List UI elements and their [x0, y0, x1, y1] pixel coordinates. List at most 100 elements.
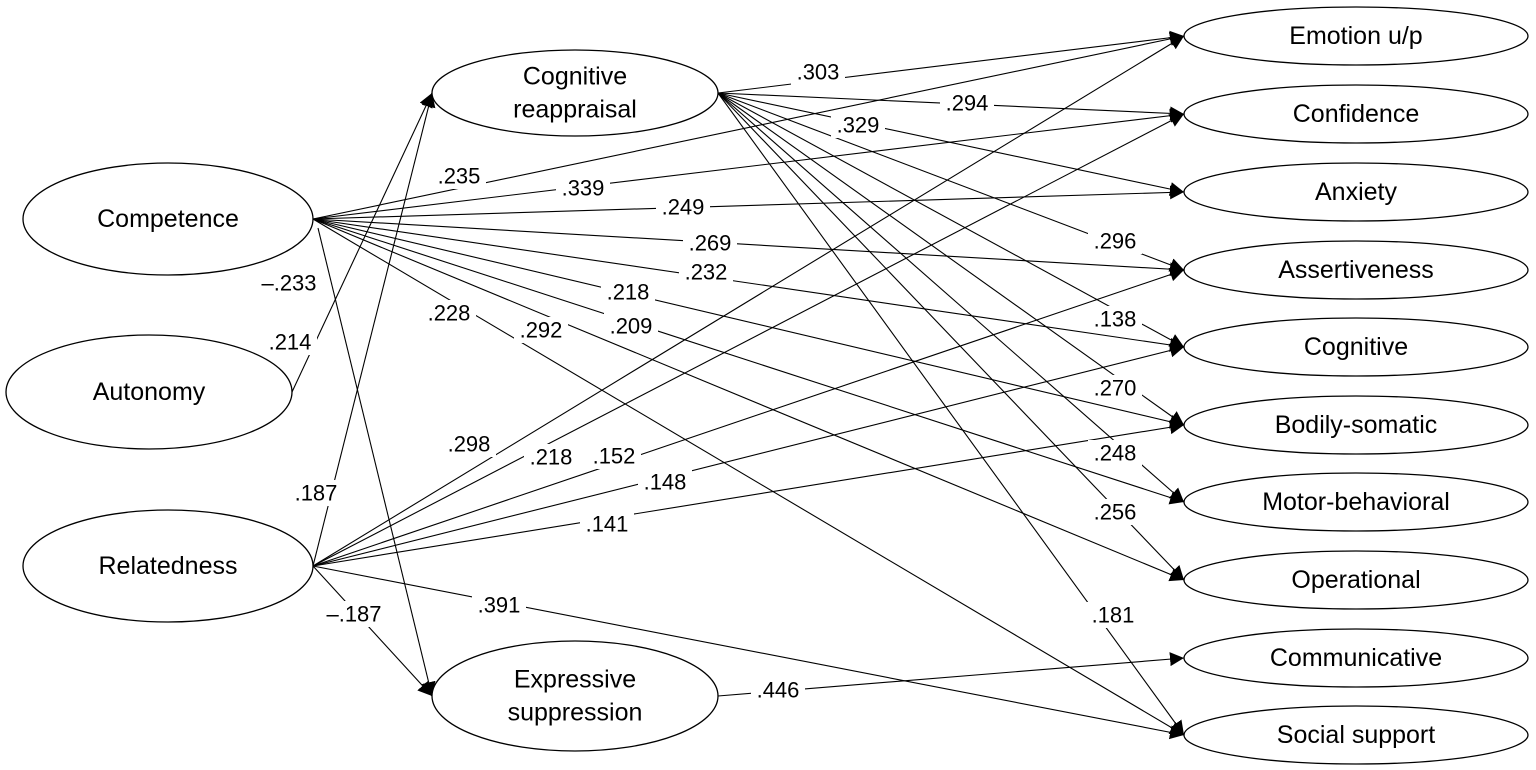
- node-label: Social support: [1277, 721, 1435, 749]
- node-label: Assertiveness: [1278, 256, 1434, 284]
- node-operational: Operational: [1183, 550, 1529, 610]
- coefficient-text: .214: [269, 330, 312, 355]
- node-label: Operational: [1291, 566, 1420, 594]
- coefficient-text: .218: [607, 280, 650, 305]
- coefficient-text: .270: [1094, 376, 1137, 401]
- coefficient-label-cognitive_reappraisal-to-emotion_up: .303: [791, 59, 845, 85]
- coefficient-text: .269: [689, 231, 732, 256]
- label-background: [1088, 440, 1142, 466]
- path-arrow-relatedness-to-cognitive: [312, 343, 1185, 567]
- label-background: [587, 443, 641, 469]
- coefficient-text: .141: [586, 512, 629, 537]
- node-ellipse: [431, 640, 719, 752]
- label-background: [524, 444, 578, 470]
- node-ellipse: [1183, 6, 1529, 66]
- node-label: Expressive: [514, 666, 636, 694]
- node-label: reappraisal: [513, 96, 637, 124]
- label-background: [791, 59, 845, 85]
- coefficient-label-competence-to-bodily_somatic: .218: [601, 279, 655, 305]
- node-label: Motor-behavioral: [1262, 488, 1450, 516]
- coefficient-label-relatedness-to-cognitive_reappraisal: .187: [289, 480, 343, 506]
- coefficient-text: .294: [946, 91, 989, 116]
- node-ellipse: [5, 334, 293, 450]
- coefficient-label-cognitive_reappraisal-to-cognitive: .138: [1088, 306, 1142, 332]
- coefficient-label-cognitive_reappraisal-to-anxiety: .329: [831, 112, 885, 138]
- coefficient-label-competence-to-anxiety: .249: [656, 194, 710, 220]
- label-background: [1088, 375, 1142, 401]
- path-arrow-cognitive_reappraisal-to-bodily_somatic: [717, 92, 1185, 426]
- label-background: [289, 480, 343, 506]
- node-emotion-up: Emotion u/p: [1183, 6, 1529, 66]
- coefficient-text: .296: [1094, 229, 1137, 254]
- coefficient-label-autonomy-to-cognitive_reappraisal: .214: [263, 329, 317, 355]
- coefficient-label-competence-to-assertiveness: .269: [683, 230, 737, 256]
- label-background: [580, 511, 634, 537]
- label-background: [422, 300, 476, 326]
- coefficient-label-competence-to-confidence: .339: [556, 175, 610, 201]
- path-arrow-competence-to-anxiety: [312, 185, 1185, 220]
- node-ellipse: [1183, 84, 1529, 144]
- label-background: [321, 601, 387, 627]
- label-background: [831, 112, 885, 138]
- node-competence: Competence: [22, 162, 314, 276]
- node-ellipse: [1183, 472, 1529, 532]
- coefficient-text: .148: [644, 470, 687, 495]
- path-arrow-cognitive_reappraisal-to-operational: [717, 92, 1185, 581]
- path-arrow-competence-to-cognitive: [312, 218, 1185, 352]
- node-ellipse: [1183, 240, 1529, 300]
- node-ellipse: [1183, 550, 1529, 610]
- path-arrow-competence-to-emotion_up: [312, 32, 1185, 220]
- node-label: Relatedness: [99, 552, 238, 580]
- path-arrow-relatedness-to-social_support: [312, 565, 1185, 740]
- coefficient-text: .339: [562, 176, 605, 201]
- coefficient-text: .228: [428, 301, 471, 326]
- coefficient-label-cognitive_reappraisal-to-bodily_somatic: .270: [1088, 375, 1142, 401]
- coefficient-label-competence-to-motor_behavioral: .209: [604, 313, 658, 339]
- node-ellipse: [22, 162, 314, 276]
- path-arrow-relatedness-to-emotion_up: [312, 35, 1185, 567]
- coefficient-text: .446: [757, 678, 800, 703]
- node-motor-behavioral: Motor-behavioral: [1183, 472, 1529, 532]
- label-background: [442, 431, 496, 457]
- node-cognitive: Cognitive: [1183, 317, 1529, 377]
- coefficient-text: .391: [478, 593, 521, 618]
- label-background: [256, 270, 322, 296]
- label-background: [604, 313, 658, 339]
- label-background: [683, 230, 737, 256]
- node-ellipse: [431, 49, 719, 137]
- path-arrow-cognitive_reappraisal-to-social_support: [717, 92, 1185, 736]
- coefficient-label-relatedness-to-confidence: .218: [524, 444, 578, 470]
- node-communicative: Communicative: [1183, 628, 1529, 688]
- path-arrow-competence-to-operational: [312, 218, 1185, 582]
- node-label: Autonomy: [93, 378, 206, 406]
- path-arrow-relatedness-to-bodily_somatic: [312, 420, 1185, 567]
- node-label: Emotion u/p: [1289, 22, 1422, 50]
- coefficient-text: .235: [438, 164, 481, 189]
- node-label: Anxiety: [1315, 178, 1397, 206]
- coefficient-label-competence-to-cognitive: .232: [679, 259, 733, 285]
- node-label: Cognitive: [1304, 333, 1408, 361]
- coefficient-text: .209: [610, 314, 653, 339]
- label-background: [940, 90, 994, 116]
- label-background: [751, 677, 805, 703]
- node-ellipse: [1183, 628, 1529, 688]
- coefficient-label-competence-to-social_support: .228: [422, 300, 476, 326]
- label-background: [263, 329, 317, 355]
- path-arrow-competence-to-confidence: [312, 108, 1185, 220]
- coefficient-text: .218: [530, 445, 573, 470]
- coefficient-label-relatedness-to-cognitive: .148: [638, 469, 692, 495]
- path-arrow-competence-to-social_support: [312, 218, 1185, 736]
- coefficient-text: .303: [797, 60, 840, 85]
- coefficient-text: .138: [1094, 307, 1137, 332]
- label-background: [556, 175, 610, 201]
- coefficient-text: .232: [685, 260, 728, 285]
- node-ellipse: [1183, 162, 1529, 222]
- coefficient-label-cognitive_reappraisal-to-motor_behavioral: .248: [1088, 440, 1142, 466]
- label-background: [472, 592, 526, 618]
- coefficient-text: .256: [1094, 500, 1137, 525]
- label-background: [1086, 602, 1140, 628]
- node-ellipse: [1183, 705, 1529, 765]
- coefficient-label-cognitive_reappraisal-to-assertiveness: .296: [1088, 228, 1142, 254]
- coefficient-label-relatedness-to-social_support: .391: [472, 592, 526, 618]
